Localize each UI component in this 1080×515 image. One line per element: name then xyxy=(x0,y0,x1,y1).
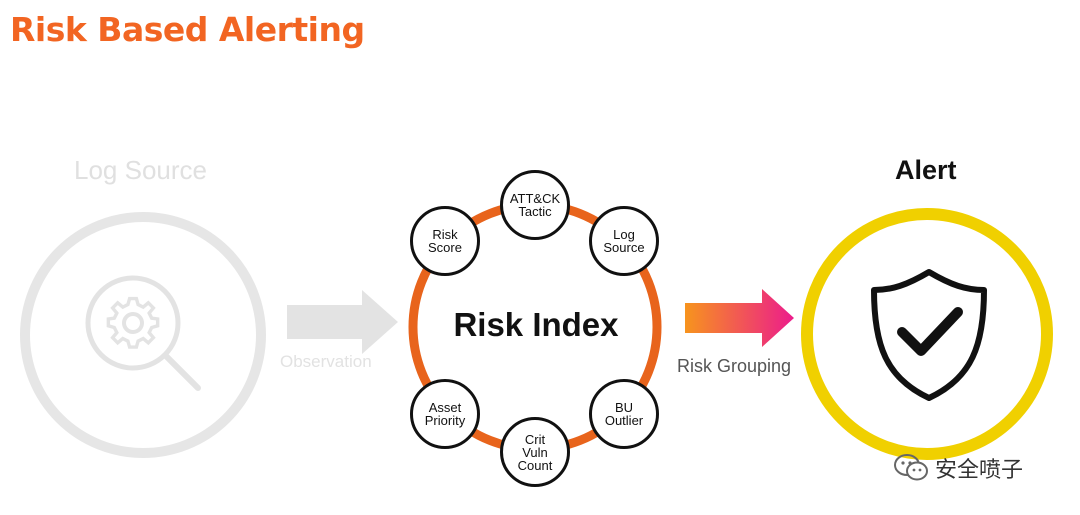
page-title: Risk Based Alerting xyxy=(10,10,365,49)
alert-group xyxy=(801,208,1053,460)
risk-index-label: Risk Index xyxy=(453,306,619,343)
watermark: 安全喷子 xyxy=(893,452,1023,484)
observation-arrow xyxy=(287,290,398,354)
node-label: BU Outlier xyxy=(604,400,644,428)
node-risk-score: Risk Score xyxy=(410,206,480,276)
node-label: Risk Score xyxy=(428,227,462,255)
risk-grouping-label: Risk Grouping xyxy=(677,356,792,376)
node-label: Crit Vuln Count xyxy=(517,431,553,473)
node-bu-outlier: BU Outlier xyxy=(589,379,659,449)
node-crit-vuln-count: Crit Vuln Count xyxy=(500,417,570,487)
shield-check-icon xyxy=(871,269,987,401)
alert-label: Alert xyxy=(895,155,957,185)
node-label: Log Source xyxy=(603,227,645,255)
watermark-label: 安全喷子 xyxy=(935,458,1024,483)
risk-grouping-arrow xyxy=(685,289,794,347)
observation-label: Observation xyxy=(280,352,372,371)
node-attck-tactic: ATT&CK Tactic xyxy=(500,170,570,240)
log-source-ring xyxy=(20,212,266,458)
wechat-icon xyxy=(894,454,928,481)
alert-ring xyxy=(801,208,1053,460)
node-label: ATT&CK Tactic xyxy=(509,191,561,219)
log-source-label: Log Source xyxy=(74,155,207,185)
node-label: Asset Priority xyxy=(424,400,466,428)
node-asset-priority: Asset Priority xyxy=(410,379,480,449)
log-source-group xyxy=(20,212,266,458)
node-log-source: Log Source xyxy=(589,206,659,276)
gear-search-icon xyxy=(85,275,201,391)
